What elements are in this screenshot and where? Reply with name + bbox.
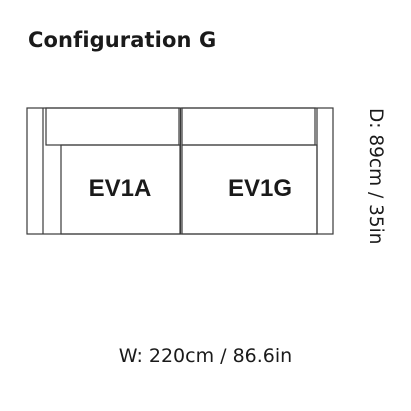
- module-label-2: EV1G: [228, 175, 292, 202]
- depth-dimension: D: 89cm / 35in: [365, 108, 386, 245]
- seat-module-2: [181, 144, 318, 235]
- width-dimension: W: 220cm / 86.6in: [118, 345, 293, 367]
- module-label-1: EV1A: [89, 175, 152, 202]
- backrest-right: [181, 107, 316, 146]
- backrest-left: [45, 107, 180, 146]
- configuration-title: Configuration G: [28, 28, 217, 52]
